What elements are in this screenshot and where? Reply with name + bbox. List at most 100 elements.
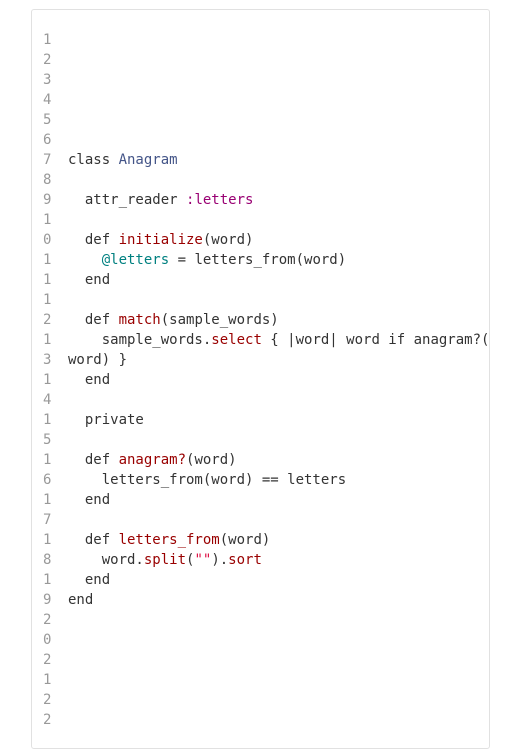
line-number: 0 bbox=[43, 632, 52, 648]
code-line: 7 class Anagram bbox=[32, 150, 489, 170]
line-number: 1 bbox=[43, 572, 52, 588]
line-content: end bbox=[68, 490, 110, 510]
line-content: end bbox=[68, 590, 93, 610]
code-token: split bbox=[143, 552, 187, 568]
code-token: def bbox=[68, 452, 119, 468]
line-number: 4 bbox=[43, 92, 52, 108]
code-token: (sample_words) bbox=[160, 312, 279, 328]
line-number: 1 bbox=[43, 532, 52, 548]
code-token: sample_words. bbox=[68, 332, 212, 348]
code-line: 2 def match(sample_words) bbox=[32, 310, 489, 330]
line-number: 9 bbox=[43, 192, 52, 208]
code-line: 1 def anagram?(word) bbox=[32, 450, 489, 470]
code-line: 2 bbox=[32, 710, 489, 730]
code-token: sort bbox=[228, 552, 262, 568]
code-line: 1 bbox=[32, 670, 489, 690]
code-block[interactable]: 1 2 3 4 5 6 7 class Anagram 8 9 attr_reader :lett… bbox=[32, 10, 489, 730]
line-number: 6 bbox=[43, 472, 52, 488]
code-token: def bbox=[68, 232, 119, 248]
line-number: 1 bbox=[43, 672, 52, 688]
code-token: end bbox=[68, 372, 111, 388]
line-content: letters_from(word) == letters bbox=[68, 470, 346, 490]
code-token: ). bbox=[211, 552, 229, 568]
code-line: 9 attr_reader :letters bbox=[32, 190, 489, 210]
line-content: class Anagram bbox=[68, 150, 178, 170]
code-panel: 1 2 3 4 5 6 7 class Anagram 8 9 attr_reader :lett… bbox=[31, 9, 490, 749]
code-line: 8 bbox=[32, 170, 489, 190]
line-content: end bbox=[68, 370, 110, 390]
code-line: 8 word.split("").sort bbox=[32, 550, 489, 570]
code-token: end bbox=[68, 492, 111, 508]
line-number: 8 bbox=[43, 172, 52, 188]
code-line: 7 bbox=[32, 510, 489, 530]
code-token: select bbox=[211, 332, 262, 348]
code-token: end bbox=[68, 592, 94, 608]
line-number: 1 bbox=[43, 252, 52, 268]
code-line: 1 bbox=[32, 210, 489, 230]
line-number: 1 bbox=[43, 492, 52, 508]
line-number: 5 bbox=[43, 112, 52, 128]
line-content: end bbox=[68, 570, 110, 590]
code-line: 3 bbox=[32, 70, 489, 90]
code-line: 1 end bbox=[32, 570, 489, 590]
line-content: def initialize(word) bbox=[68, 230, 254, 250]
code-line: 1 end bbox=[32, 370, 489, 390]
line-number: 1 bbox=[43, 372, 52, 388]
code-token: anagram? bbox=[118, 452, 187, 468]
code-token bbox=[68, 252, 102, 268]
line-content: @letters = letters_from(word) bbox=[68, 250, 346, 270]
line-number: 0 bbox=[43, 232, 52, 248]
line-number: 2 bbox=[43, 612, 52, 628]
code-line: 1 private bbox=[32, 410, 489, 430]
code-token: ( bbox=[186, 552, 195, 568]
line-number: 2 bbox=[43, 652, 52, 668]
code-line: 0 def initialize(word) bbox=[32, 230, 489, 250]
code-token: end bbox=[68, 572, 111, 588]
line-content: def match(sample_words) bbox=[68, 310, 279, 330]
code-token: (word) bbox=[186, 452, 237, 468]
code-token: = letters_from(word) bbox=[169, 252, 347, 268]
code-token: "" bbox=[194, 552, 212, 568]
code-line: 2 bbox=[32, 650, 489, 670]
line-content: private bbox=[68, 410, 144, 430]
line-content: end bbox=[68, 270, 110, 290]
code-line: 1 bbox=[32, 30, 489, 50]
line-number: 7 bbox=[43, 512, 52, 528]
line-number: 2 bbox=[43, 712, 52, 728]
code-line: 1 def letters_from(word) bbox=[32, 530, 489, 550]
code-token: end bbox=[68, 272, 111, 288]
line-number: 1 bbox=[43, 292, 52, 308]
line-content: sample_words.select { |word| word if ana… bbox=[68, 330, 490, 350]
line-number: 6 bbox=[43, 132, 52, 148]
code-token: :letters bbox=[186, 192, 254, 208]
code-line: 1 end bbox=[32, 490, 489, 510]
code-token: word. bbox=[68, 552, 144, 568]
code-line: 4 bbox=[32, 90, 489, 110]
code-line: 4 bbox=[32, 390, 489, 410]
line-number: 1 bbox=[43, 452, 52, 468]
code-line: 1 sample_words.select { |word| word if a… bbox=[32, 330, 489, 350]
line-content: word.split("").sort bbox=[68, 550, 262, 570]
code-line: 1 bbox=[32, 290, 489, 310]
code-token: (word) bbox=[202, 232, 254, 248]
code-token: attr_reader bbox=[68, 192, 187, 208]
line-number: 1 bbox=[43, 272, 52, 288]
code-line: 6 bbox=[32, 130, 489, 150]
code-token: def bbox=[68, 312, 119, 328]
code-line: 6 letters_from(word) == letters bbox=[32, 470, 489, 490]
code-line: 1 @letters = letters_from(word) bbox=[32, 250, 489, 270]
code-line: 2 bbox=[32, 610, 489, 630]
line-number: 3 bbox=[43, 352, 52, 368]
line-number: 8 bbox=[43, 552, 52, 568]
code-token: Anagram bbox=[118, 152, 178, 168]
code-token: initialize bbox=[118, 232, 203, 248]
line-number: 7 bbox=[43, 152, 52, 168]
line-number: 2 bbox=[43, 52, 52, 68]
code-token: match bbox=[118, 312, 161, 328]
line-number: 1 bbox=[43, 412, 52, 428]
code-token: (word) bbox=[219, 532, 271, 548]
line-number: 2 bbox=[43, 312, 52, 328]
code-line: 2 bbox=[32, 690, 489, 710]
